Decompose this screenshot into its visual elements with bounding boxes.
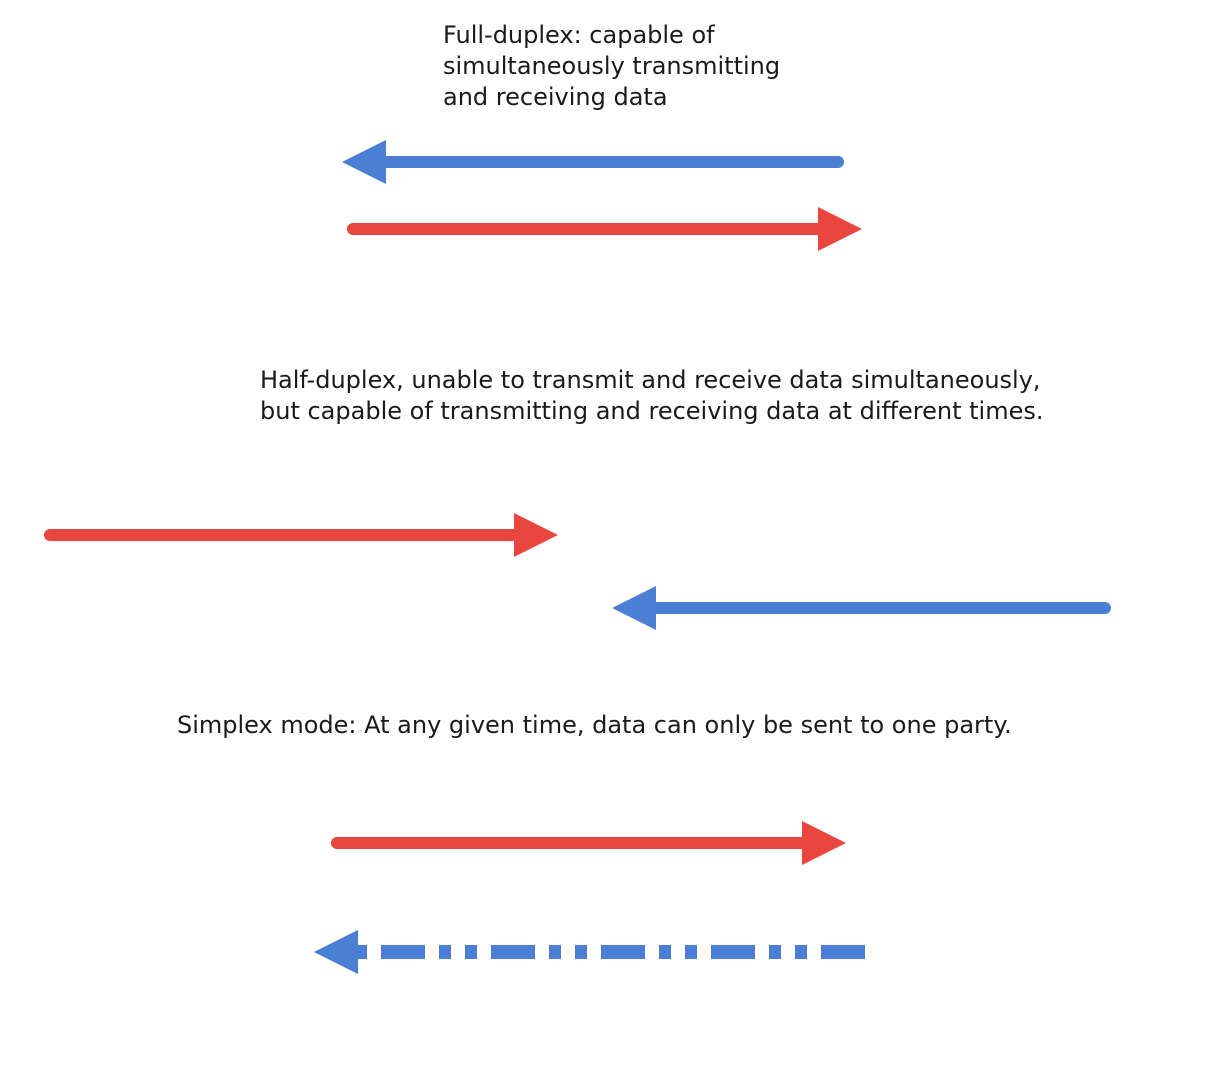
arrow-head: [818, 207, 862, 251]
half-duplex-arrow-red: [44, 513, 558, 557]
full-duplex-arrow-blue: [342, 140, 844, 184]
arrow-head: [802, 821, 846, 865]
full-duplex-caption-line: simultaneously transmitting: [443, 52, 781, 80]
half-duplex-arrow-blue: [612, 586, 1111, 630]
full-duplex-caption-line: Full-duplex: capable of: [443, 21, 715, 49]
arrow-head: [342, 140, 386, 184]
arrow-head: [514, 513, 558, 557]
simplex-caption-line: Simplex mode: At any given time, data ca…: [177, 711, 1012, 739]
arrow-head: [314, 930, 358, 974]
half-duplex-caption-line: Half-duplex, unable to transmit and rece…: [260, 366, 1041, 394]
simplex-arrow-blue-dashdot: [314, 930, 865, 974]
simplex-caption: Simplex mode: At any given time, data ca…: [177, 710, 1012, 741]
half-duplex-caption: Half-duplex, unable to transmit and rece…: [260, 365, 1044, 427]
full-duplex-arrow-red: [347, 207, 862, 251]
arrow-head: [612, 586, 656, 630]
full-duplex-caption: Full-duplex: capable of simultaneously t…: [443, 20, 780, 113]
full-duplex-caption-line: and receiving data: [443, 83, 668, 111]
simplex-arrow-red: [331, 821, 846, 865]
half-duplex-caption-line: but capable of transmitting and receivin…: [260, 397, 1044, 425]
